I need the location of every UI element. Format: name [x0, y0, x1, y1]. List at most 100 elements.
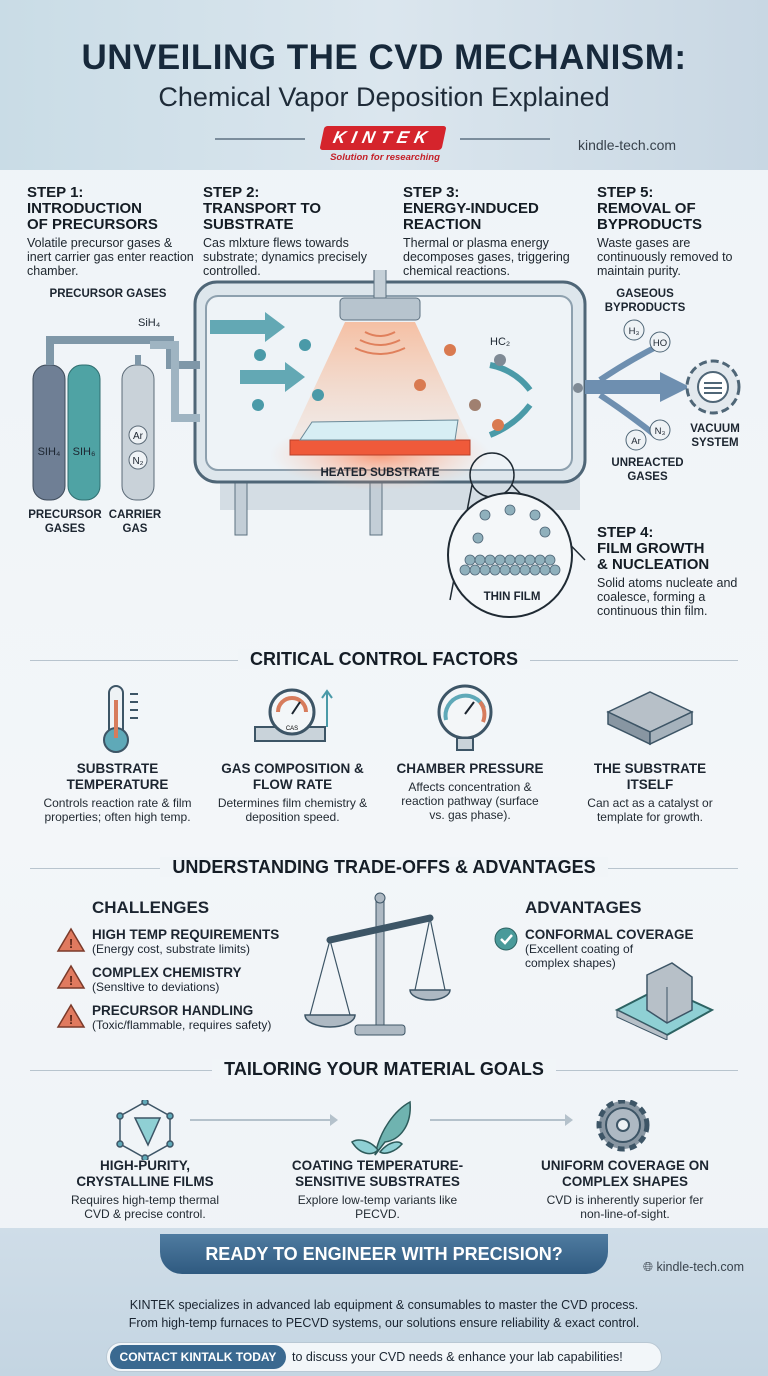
- precursor-cylinder: [32, 364, 66, 501]
- gauge-label: CAS: [286, 726, 298, 732]
- goal-title: UNIFORM COVERAGE ON COMPLEX SHAPES: [540, 1158, 709, 1189]
- unreacted-arrow: [598, 392, 657, 438]
- step-5: STEP 5: REMOVAL OF BYPRODUCTS Waste gase…: [597, 185, 762, 279]
- unreacted-gases-label: UNREACTED GASES: [611, 457, 684, 483]
- goal-desc: Requires high-temp thermal CVD & precise…: [70, 1193, 220, 1221]
- factors-heading: CRITICAL CONTROL FACTORS: [0, 649, 768, 670]
- globe-icon: 🌐︎: [643, 1260, 657, 1274]
- n2-badge: [128, 450, 148, 470]
- advantage-item: CONFORMAL COVERAGE(Excellent coating of …: [525, 927, 694, 970]
- warning-icon: !: [56, 1003, 86, 1028]
- precursor-cylinder: [67, 364, 101, 501]
- arrow-connector: [190, 1114, 338, 1126]
- step-desc: Waste gases are continuously removed to …: [597, 236, 733, 278]
- cta-line: KINTEK specializes in advanced lab equip…: [129, 1298, 639, 1312]
- sih4-label: SiH₄: [138, 317, 161, 329]
- advantages-title: ADVANTAGES: [525, 898, 642, 917]
- ar-label: Ar: [133, 431, 144, 442]
- svg-text:!: !: [69, 936, 73, 951]
- cta-banner: READY TO ENGINEER WITH PRECISION?: [160, 1234, 608, 1274]
- vacuum-system-label: VACUUM SYSTEM: [690, 423, 740, 449]
- page-title: UNVEILING THE CVD MECHANISM:: [81, 38, 687, 77]
- step-number: STEP 4:: [597, 524, 654, 541]
- step-title: INTRODUCTION: [27, 200, 142, 217]
- goal-desc: CVD is inherently superior fer non-line-…: [546, 1193, 704, 1221]
- goal-title: HIGH-PURITY, CRYSTALLINE FILMS: [76, 1158, 214, 1189]
- goal-title: COATING TEMPERATURE-SENSITIVE SUBSTRATES: [291, 1158, 464, 1189]
- gas-line: [46, 336, 200, 369]
- website-link[interactable]: kindle-tech.com: [578, 137, 677, 153]
- byproduct-arrow: [598, 342, 662, 383]
- challenge-desc: (Toxic/flammable, requires safety): [92, 1018, 272, 1032]
- step-title: & NUCLEATION: [597, 556, 710, 573]
- h3-badge: [623, 319, 645, 341]
- ho-badge: [649, 331, 671, 353]
- step-desc: Volatile precursor gases & inert carrier…: [27, 236, 194, 278]
- challenge-title: COMPLEX CHEMISTRY: [92, 965, 242, 980]
- thermometer-icon: [103, 685, 138, 753]
- challenge-title: PRECURSOR HANDLING: [92, 1003, 254, 1018]
- step-title: TRANSPORT TO: [203, 200, 322, 217]
- step-title: BYPRODUCTS: [597, 216, 703, 233]
- challenge-item: PRECURSOR HANDLING(Toxic/flammable, requ…: [92, 1003, 271, 1032]
- goal-temp-sensitive: COATING TEMPERATURE-SENSITIVE SUBSTRATES…: [290, 1158, 465, 1221]
- ho-label: HO: [653, 338, 667, 349]
- goal-high-purity: HIGH-PURITY, CRYSTALLINE FILMS Requires h…: [60, 1158, 230, 1221]
- factor-title: GAS COMPOSITION & FLOW RATE: [221, 761, 364, 792]
- ar-badge: [128, 425, 148, 445]
- page-subtitle: Chemical Vapor Deposition Explained: [158, 82, 610, 112]
- chamber-leg: [234, 479, 248, 536]
- factor-desc: Affects concentration & reaction pathway…: [401, 780, 539, 822]
- contact-button[interactable]: CONTACT KINTALK TODAY: [110, 1345, 286, 1369]
- challenge-title: HIGH TEMP REQUIREMENTS: [92, 927, 280, 942]
- step-1: STEP 1: INTRODUCTION OF PRECURSORS Volat…: [27, 185, 197, 279]
- leaf-icon: [350, 1100, 411, 1156]
- step-title: OF PRECURSORS: [27, 216, 158, 233]
- vacuum-gear-icon: [685, 359, 741, 415]
- ar-badge: [625, 429, 647, 451]
- substrate-wafer: [299, 419, 459, 441]
- step-title: FILM GROWTH: [597, 540, 705, 557]
- flow-gauge-icon: CAS: [254, 688, 333, 742]
- balance-scale-icon: [304, 892, 451, 1036]
- cylinder-label: SIH₆: [73, 446, 96, 458]
- top-feedthrough: [373, 270, 387, 299]
- thin-film-label: THIN FILM: [484, 591, 541, 603]
- cylinder-label: SIH₄: [38, 446, 61, 458]
- step-number: STEP 3:: [403, 184, 460, 201]
- film-atoms: [459, 504, 561, 576]
- energy-source: [339, 297, 421, 321]
- step-desc: Thermal or plasma energy decomposes gase…: [403, 236, 570, 278]
- precursor-gases-caption: PRECURSOR GASES: [28, 509, 102, 535]
- pressure-gauge-icon: [437, 684, 493, 751]
- goal-uniform-coverage: UNIFORM COVERAGE ON COMPLEX SHAPES CVD is…: [540, 1158, 710, 1221]
- step-2: STEP 2: TRANSPORT TO SUBSTRATE Cas mlxtu…: [203, 184, 368, 279]
- challenge-item: HIGH TEMP REQUIREMENTS(Energy cost, subs…: [92, 927, 279, 956]
- challenge-desc: (Sensltive to deviations): [92, 980, 220, 994]
- website-text: kindle-tech.com: [656, 1260, 745, 1274]
- cta-line: From high-temp furnaces to PECVD systems…: [128, 1316, 640, 1330]
- step-number: STEP 2:: [203, 184, 260, 201]
- substrate-block-icon: [606, 691, 694, 746]
- warning-icon: !: [56, 927, 86, 952]
- factor-title: SUBSTRATE TEMPERATURE: [66, 761, 169, 792]
- precursor-gases-label: PRECURSOR GASES: [50, 288, 167, 300]
- gaseous-byproducts-label: GASEOUS BYPRODUCTS: [604, 288, 686, 314]
- step-title: REACTION: [403, 216, 482, 233]
- divider: [215, 138, 305, 140]
- exhaust-arrow: [489, 362, 533, 392]
- challenge-desc: (Energy cost, substrate limits): [92, 942, 251, 956]
- svg-text:!: !: [69, 973, 73, 988]
- carrier-line: [150, 341, 200, 422]
- arrow-connector: [430, 1114, 573, 1126]
- factor-icons: CAS: [103, 684, 694, 753]
- heated-substrate-label: HEATED SUBSTRATE: [320, 467, 439, 479]
- advantage-desc: (Excellent coating of complex shapes): [525, 942, 634, 970]
- website-link-bottom[interactable]: 🌐︎ kindle-tech.com: [643, 1260, 744, 1275]
- carrier-gas-caption: CARRIER GAS: [108, 509, 162, 535]
- warning-icons: ! ! !: [56, 927, 86, 1028]
- n3-badge: [649, 419, 671, 441]
